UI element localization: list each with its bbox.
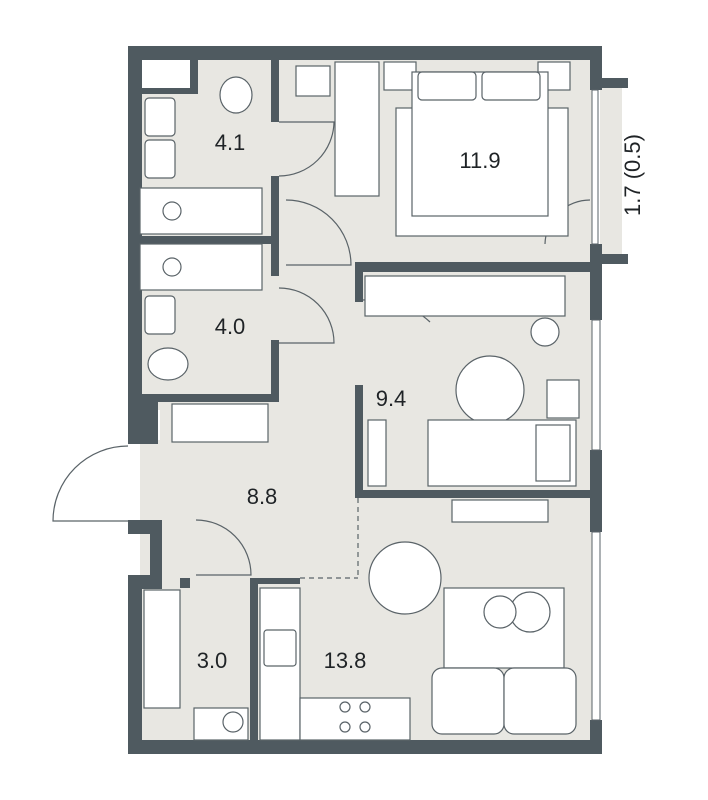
room-area-bedroom-2: 9.4 xyxy=(376,386,407,411)
furniture xyxy=(139,61,580,741)
room-area-bathroom-2: 4.0 xyxy=(215,314,246,339)
room-area-bedroom-1: 11.9 xyxy=(459,148,500,173)
windows xyxy=(591,89,601,721)
room-labels: 4.1 11.9 1.7 (0.5) 4.0 9.4 8.8 3.0 13.8 xyxy=(197,130,645,673)
room-area-kitchen-living: 13.8 xyxy=(324,648,367,673)
walls xyxy=(128,46,628,754)
room-area-storage: 3.0 xyxy=(197,648,228,673)
room-area-bathroom-1: 4.1 xyxy=(215,130,246,155)
room-area-hallway: 8.8 xyxy=(247,484,278,509)
room-area-balcony: 1.7 (0.5) xyxy=(620,134,645,216)
